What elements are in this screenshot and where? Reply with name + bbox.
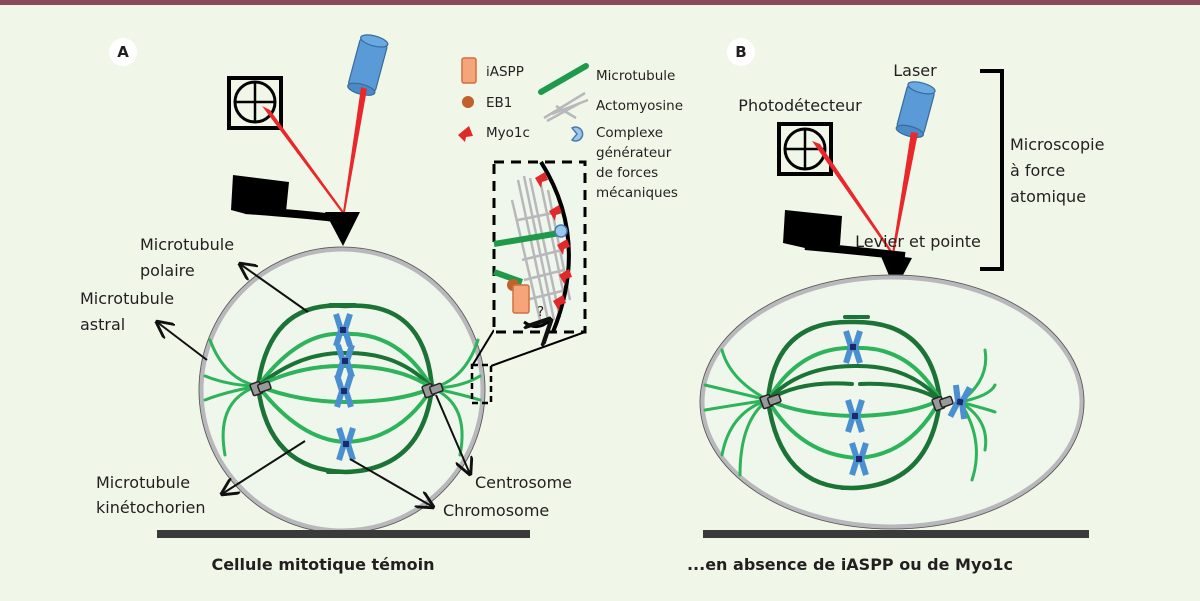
- inset-source-box: [470, 363, 493, 405]
- photodetector-icon: [227, 76, 283, 130]
- label-chromosome: Chromosome: [443, 501, 549, 520]
- legend-item-actomyosin: Actomyosine: [543, 91, 683, 123]
- legend-label-myo1c: Myo1c: [486, 125, 530, 141]
- laser-beam-reflected: [262, 106, 344, 213]
- legend-label-eb1: EB1: [486, 95, 512, 111]
- panel-b-caption: ...en absence de iASPP ou de Myo1c: [687, 555, 1013, 574]
- cortex-inset: ?: [492, 160, 587, 332]
- label-afm-line1: Microscopie: [1010, 135, 1104, 154]
- label-polar-mt-line1: Microtubule: [140, 235, 234, 254]
- laser-beam-incident: [892, 132, 918, 254]
- legend-item-iaspp: iASPP: [461, 57, 524, 84]
- afm-bracket: [980, 69, 1004, 271]
- panel-a-caption: Cellule mitotique témoin: [211, 555, 434, 574]
- legend-item-force-complex: Complexe générateur de forces mécaniques: [570, 125, 678, 201]
- label-cantilever: Levier et pointe: [855, 232, 981, 251]
- laser-icon: [347, 34, 389, 96]
- panel-a-badge-label: A: [117, 43, 129, 61]
- label-astral-mt-line2: astral: [80, 315, 125, 334]
- legend-label-microtubule: Microtubule: [596, 68, 675, 84]
- legend: iASPP EB1 Myo1c Microtubule Actomyosine …: [458, 57, 683, 201]
- laser-icon: [895, 81, 936, 138]
- panel-a: A: [80, 34, 587, 574]
- legend-item-eb1: EB1: [462, 95, 512, 111]
- legend-item-myo1c: Myo1c: [458, 125, 530, 142]
- legend-label-force-complex-1: Complexe: [596, 125, 663, 141]
- cantilever-icon: [783, 210, 912, 290]
- label-laser: Laser: [893, 61, 937, 80]
- label-afm-line3: atomique: [1010, 187, 1086, 206]
- legend-label-iaspp: iASPP: [486, 64, 524, 80]
- inset-question-mark: ?: [537, 304, 544, 320]
- label-polar-mt-line2: polaire: [140, 261, 195, 280]
- legend-item-microtubule: Microtubule: [538, 63, 675, 95]
- laser-beam-incident: [343, 87, 367, 212]
- label-kineto-mt-line1: Microtubule: [96, 473, 190, 492]
- panel-b-badge: B: [727, 38, 755, 66]
- panel-a-badge: A: [109, 38, 137, 66]
- label-kineto-mt-line2: kinétochorien: [96, 498, 206, 517]
- laser-beam-reflected: [812, 141, 894, 255]
- legend-label-force-complex-2: générateur: [596, 145, 672, 161]
- label-astral-mt-line1: Microtubule: [80, 289, 174, 308]
- label-centrosome: Centrosome: [475, 473, 572, 492]
- cantilever-icon: [231, 175, 360, 246]
- legend-label-force-complex-4: mécaniques: [596, 185, 678, 201]
- panel-b-badge-label: B: [735, 43, 746, 61]
- legend-label-actomyosin: Actomyosine: [596, 98, 683, 114]
- label-photodetector: Photodétecteur: [738, 96, 862, 115]
- substrate-a: [157, 530, 530, 538]
- legend-label-force-complex-3: de forces: [596, 165, 658, 181]
- spindle-a: [203, 303, 482, 475]
- panel-b: B Laser Photodétecteur Levier et pointe: [687, 38, 1104, 574]
- label-afm-line2: à force: [1010, 161, 1065, 180]
- substrate-b: [703, 530, 1089, 538]
- top-border-bar: [0, 0, 1200, 5]
